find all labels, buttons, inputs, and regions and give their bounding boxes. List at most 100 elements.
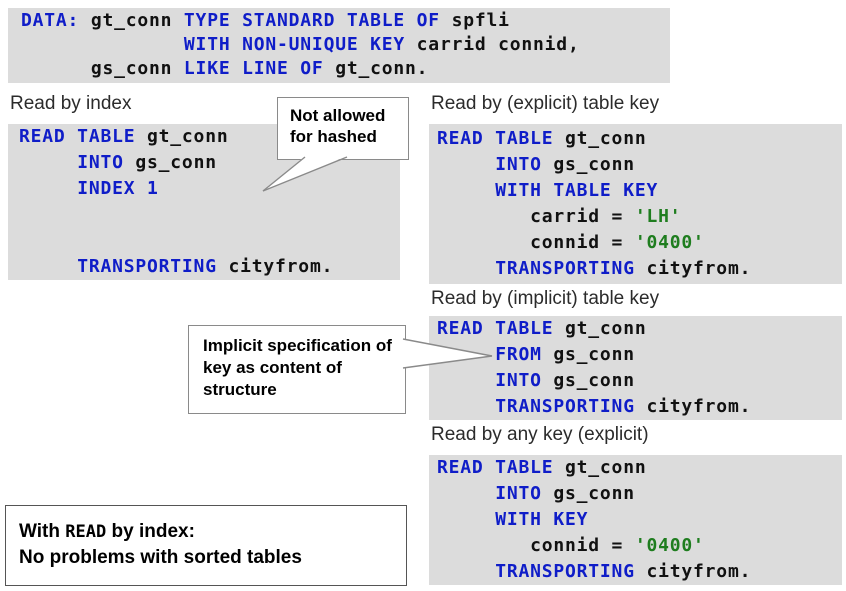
code-segment: gt_conn (553, 457, 647, 478)
code-segment: No problems with sorted tables (19, 547, 302, 568)
code-segment: TRANSPORTING (77, 256, 217, 277)
code-segment: INTO (77, 152, 124, 173)
code-segment: gs_conn (541, 154, 635, 175)
code-segment: INDEX 1 (77, 178, 159, 199)
section-label-read-by-implicit-table-key: Read by (implicit) table key (431, 288, 660, 309)
code-line: TRANSPORTING cityfrom. (437, 559, 842, 585)
code-line: gs_conn LIKE LINE OF gt_conn. (21, 57, 670, 81)
code-segment: cityfrom. (634, 396, 752, 417)
note-box-read-by-index: With READ by index:No problems with sort… (5, 505, 407, 586)
code-block-read-by-implicit-table-key: READ TABLE gt_conn FROM gs_conn INTO gs_… (429, 316, 842, 420)
code-segment: cityfrom. (216, 256, 334, 277)
code-segment: FROM (495, 344, 542, 365)
code-line: TRANSPORTING cityfrom. (437, 256, 842, 282)
code-segment (19, 178, 77, 199)
code-segment: WITH TABLE KEY (495, 180, 659, 201)
code-line: INTO gs_conn (19, 150, 400, 176)
code-line: WITH NON-UNIQUE KEY carrid connid, (21, 33, 670, 57)
code-line: WITH TABLE KEY (437, 178, 842, 204)
code-segment: With (19, 521, 66, 542)
code-segment (437, 180, 495, 201)
code-segment (437, 344, 495, 365)
code-line: carrid = 'LH' (437, 204, 842, 230)
code-segment (19, 152, 77, 173)
code-segment: cityfrom. (634, 561, 752, 582)
code-line (19, 202, 400, 228)
code-line: WITH KEY (437, 507, 842, 533)
code-segment (19, 204, 31, 225)
section-label-read-by-any-key: Read by any key (explicit) (431, 424, 649, 445)
code-line: connid = '0400' (437, 533, 842, 559)
code-segment: gt_conn (79, 10, 184, 31)
code-line: connid = '0400' (437, 230, 842, 256)
code-segment: WITH KEY (495, 509, 589, 530)
code-line: READ TABLE gt_conn (437, 126, 842, 152)
code-line: FROM gs_conn (437, 342, 842, 368)
code-segment: cityfrom. (634, 258, 752, 279)
code-segment: TRANSPORTING (495, 396, 635, 417)
code-line: READ TABLE gt_conn (437, 316, 842, 342)
code-segment (437, 483, 495, 504)
code-line: TRANSPORTING cityfrom. (437, 394, 842, 420)
code-line: INTO gs_conn (437, 481, 842, 507)
code-segment: INTO (495, 370, 542, 391)
code-line (19, 228, 400, 254)
code-segment (437, 561, 495, 582)
code-block-read-by-explicit-table-key: READ TABLE gt_conn INTO gs_conn WITH TAB… (429, 124, 842, 284)
code-segment (437, 509, 495, 530)
code-line: No problems with sorted tables (19, 545, 406, 570)
code-segment: DATA: (21, 10, 80, 31)
section-label-read-by-index: Read by index (10, 93, 132, 114)
code-segment: gs_conn (541, 344, 635, 365)
code-segment: gs_conn (123, 152, 217, 173)
code-segment: connid = (437, 535, 635, 556)
code-segment: carrid connid, (405, 34, 580, 55)
callout-not-allowed-for-hashed: Not allowed for hashed (277, 97, 409, 160)
code-segment (437, 154, 495, 175)
code-segment: READ (65, 522, 107, 542)
code-segment: INTO (495, 154, 542, 175)
code-segment: gt_conn (135, 126, 229, 147)
code-segment: TYPE STANDARD TABLE OF (183, 10, 440, 31)
code-line: INTO gs_conn (437, 368, 842, 394)
code-segment: connid = (437, 232, 635, 253)
code-line: INDEX 1 (19, 176, 400, 202)
code-segment: LIKE LINE OF (183, 58, 324, 79)
code-segment (437, 396, 495, 417)
code-segment: gs_conn (541, 483, 635, 504)
data-declaration-code-block: DATA: gt_conn TYPE STANDARD TABLE OF spf… (8, 8, 670, 83)
code-segment: gs_conn (541, 370, 635, 391)
code-segment: gs_conn (21, 58, 184, 79)
code-block-read-by-any-key: READ TABLE gt_conn INTO gs_conn WITH KEY… (429, 455, 842, 585)
code-segment: TRANSPORTING (495, 561, 635, 582)
code-segment (21, 34, 184, 55)
code-segment: INTO (495, 483, 542, 504)
code-segment: carrid = (437, 206, 635, 227)
code-segment: gt_conn (553, 318, 647, 339)
code-line: READ TABLE gt_conn (437, 455, 842, 481)
code-segment: READ TABLE (437, 318, 554, 339)
code-segment: READ TABLE (437, 128, 554, 149)
code-segment: gt_conn (553, 128, 647, 149)
code-segment: by index: (106, 521, 195, 542)
code-segment: WITH NON-UNIQUE KEY (183, 34, 406, 55)
code-line: With READ by index: (19, 519, 406, 545)
code-segment: TRANSPORTING (495, 258, 635, 279)
code-segment (19, 230, 31, 251)
code-segment: gt_conn. (323, 58, 429, 79)
code-segment: READ TABLE (19, 126, 136, 147)
code-segment: spfli (439, 10, 510, 31)
code-segment (19, 256, 77, 277)
code-segment: '0400' (634, 232, 705, 253)
code-segment (437, 370, 495, 391)
code-line: DATA: gt_conn TYPE STANDARD TABLE OF spf… (21, 9, 670, 33)
section-label-read-by-explicit-table-key: Read by (explicit) table key (431, 93, 660, 114)
code-line: READ TABLE gt_conn (19, 124, 400, 150)
code-segment: READ TABLE (437, 457, 554, 478)
code-line: TRANSPORTING cityfrom. (19, 254, 400, 280)
callout-implicit-key-specification: Implicit specification of key as content… (188, 325, 406, 414)
code-segment (437, 258, 495, 279)
code-segment: '0400' (634, 535, 705, 556)
code-line: INTO gs_conn (437, 152, 842, 178)
